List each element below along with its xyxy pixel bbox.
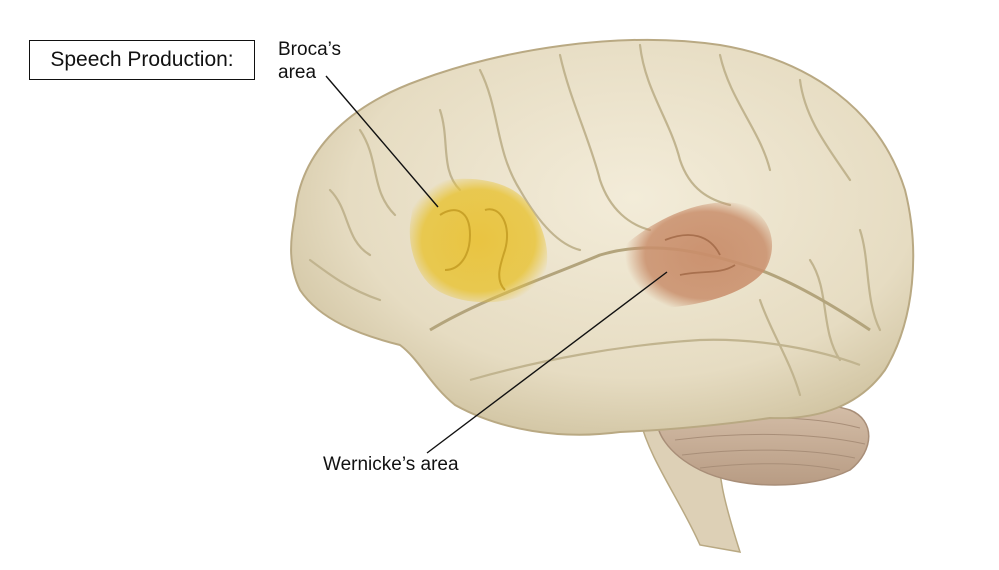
broca-label: Broca’s area [278,38,341,84]
broca-region [409,178,548,303]
broca-label-line1: Broca’s [278,39,342,60]
wernicke-region [625,202,773,308]
wernicke-folds [664,234,736,276]
wernicke-label: Wernicke’s area [323,454,459,475]
broca-leader-line [325,75,439,208]
broca-folds [439,208,509,291]
broca-label-line2: area [278,62,317,83]
temporal-lobe-sulcus [469,338,861,382]
diagram-title: Speech Production: [29,40,255,80]
cerebrum-shape [290,38,915,436]
wernicke-leader-line [426,271,668,454]
